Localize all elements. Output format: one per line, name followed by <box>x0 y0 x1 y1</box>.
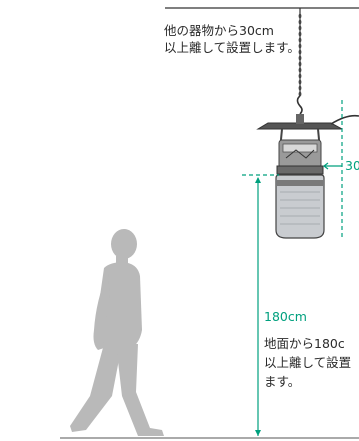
top-clearance-note: 他の器物から30cm 以上離して設置します。 <box>164 22 300 56</box>
floor-note-line3: ます。 <box>264 374 301 389</box>
lamp-top-knob <box>296 114 304 124</box>
floor-clearance-note: 地面から180c 以上離して設置 ます。 <box>264 334 351 391</box>
height-label: 180cm <box>264 309 307 324</box>
hanging-chain <box>296 8 303 115</box>
top-note-line1: 他の器物から30cm <box>164 23 274 38</box>
side-distance-label: 30 <box>345 158 359 173</box>
floor-note-line1: 地面から180c <box>264 336 345 351</box>
person-silhouette <box>70 229 164 436</box>
floor-note-line2: 以上離して設置 <box>264 355 352 370</box>
top-note-line2: 以上離して設置します。 <box>164 40 300 55</box>
power-cord <box>330 114 359 125</box>
guide-lines <box>242 100 343 436</box>
insect-trap-device <box>256 114 359 239</box>
collection-net <box>275 174 325 239</box>
